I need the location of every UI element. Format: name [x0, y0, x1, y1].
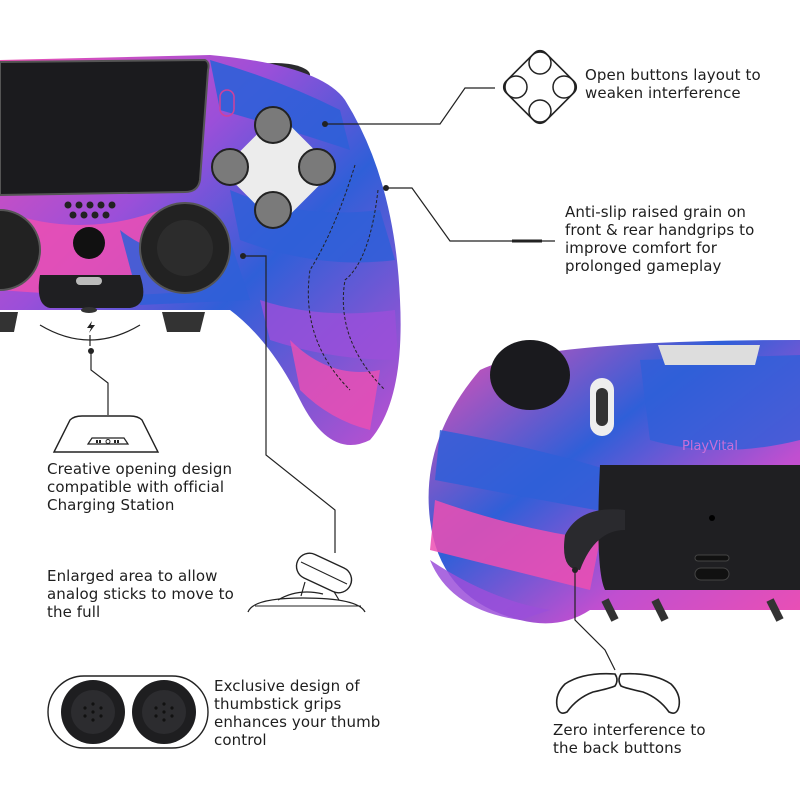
feature-caption-open-buttons: Open buttons layout to weaken interferen…	[585, 66, 761, 102]
feature-caption-thumbstick: Exclusive design of thumbstick grips enh…	[214, 677, 380, 749]
face-buttons-diamond-icon	[502, 49, 578, 125]
brand-emboss: PlayVital	[682, 439, 738, 454]
caption-line: Enlarged area to allow	[47, 567, 218, 585]
charging-station-icon	[52, 415, 160, 453]
caption-line: the back buttons	[553, 739, 682, 757]
caption-line: Open buttons layout to	[585, 66, 761, 84]
caption-line: Creative opening design	[47, 460, 233, 478]
lightning-icon	[87, 321, 95, 333]
feature-caption-anti-slip: Anti-slip raised grain on front & rear h…	[565, 203, 754, 275]
caption-line: Anti-slip raised grain on	[565, 203, 747, 221]
feature-caption-charging: Creative opening design compatible with …	[47, 460, 232, 514]
caption-line: improve comfort for	[565, 239, 718, 257]
caption-line: front & rear handgrips to	[565, 221, 755, 239]
controller-rear-image: PlayVital	[428, 340, 800, 624]
caption-line: Zero interference to	[553, 721, 706, 739]
caption-line: analog sticks to move to	[47, 585, 234, 603]
back-paddles-icon	[555, 672, 681, 714]
caption-line: weaken interference	[585, 84, 741, 102]
feature-caption-analog: Enlarged area to allow analog sticks to …	[47, 567, 234, 621]
caption-line: Charging Station	[47, 496, 175, 514]
caption-line: enhances your thumb	[214, 713, 381, 731]
feature-caption-back-buttons: Zero interference to the back buttons	[553, 721, 706, 757]
controller-front-image	[0, 55, 401, 445]
caption-line: Exclusive design of	[214, 677, 360, 695]
caption-line: thumbstick grips	[214, 695, 342, 713]
analog-stick-icon	[247, 552, 366, 613]
thumbstick-grips-icon	[47, 675, 209, 749]
caption-line: control	[214, 731, 267, 749]
caption-line: prolonged gameplay	[565, 257, 722, 275]
caption-line: the full	[47, 603, 101, 621]
caption-line: compatible with official	[47, 478, 225, 496]
